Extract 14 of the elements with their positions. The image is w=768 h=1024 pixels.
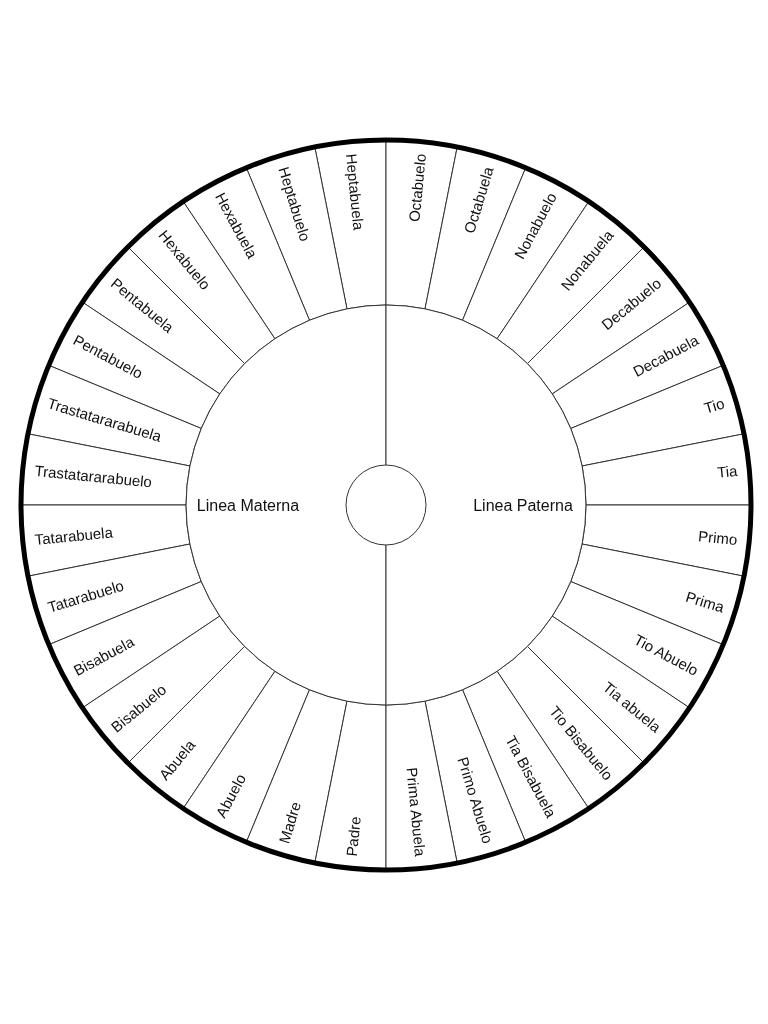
relative-label: Tio [701,394,727,417]
relative-label: Tatarabuela [33,523,114,549]
relative-label: Heptabuela [342,152,368,231]
relative-label: Primo [697,527,739,549]
lineage-label: Linea Paterna [473,496,573,514]
relative-label: Primo Abuelo [454,754,497,846]
relative-label: Octabuelo [405,152,430,223]
relative-label: Madre [275,799,304,846]
relative-label: Tia [716,461,739,481]
lineage-label: Linea Materna [196,496,300,514]
relative-label: Prima Abuela [403,766,430,858]
relative-label: Trastatararabuelo [33,461,153,491]
relative-label: Prima [683,587,727,616]
relative-label: Padre [342,815,364,858]
